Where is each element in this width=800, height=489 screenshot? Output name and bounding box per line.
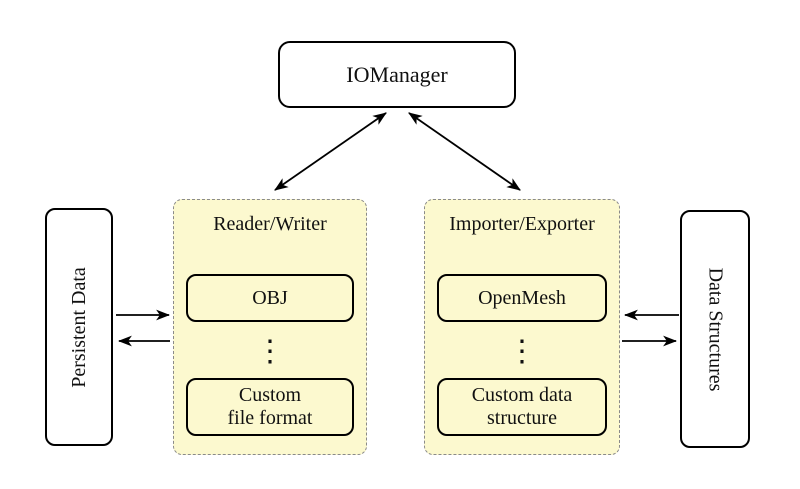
- node-iomanager: IOManager: [278, 41, 516, 108]
- container-reader-writer-title: Reader/Writer: [213, 213, 327, 235]
- container-importer-exporter: Importer/Exporter OpenMesh ⋮ Custom data…: [424, 199, 620, 455]
- ellipsis-importer-exporter: ⋮: [425, 326, 619, 378]
- node-data-structures: Data Structures: [680, 210, 750, 448]
- node-openmesh-label: OpenMesh: [478, 286, 566, 309]
- node-persistent-data-label: Persistent Data: [67, 266, 90, 388]
- arrow-iomanager-reader-writer: [274, 112, 387, 191]
- node-custom-data-structure: Custom data structure: [437, 378, 607, 436]
- vertical-dots: ⋮: [255, 335, 285, 368]
- node-custom-file-format-label: Custom file format: [227, 384, 313, 429]
- ellipsis-reader-writer: ⋮: [174, 326, 366, 378]
- node-custom-data-structure-label: Custom data structure: [471, 384, 573, 429]
- vertical-dots: ⋮: [507, 335, 537, 368]
- node-obj-label: OBJ: [252, 286, 288, 309]
- node-data-structures-label: Data Structures: [704, 267, 727, 391]
- arrow-iomanager-importer-exporter: [408, 112, 521, 191]
- node-custom-file-format: Custom file format: [186, 378, 354, 436]
- container-importer-exporter-title: Importer/Exporter: [449, 213, 595, 235]
- node-iomanager-label: IOManager: [346, 61, 448, 87]
- container-reader-writer: Reader/Writer OBJ ⋮ Custom file format: [173, 199, 367, 455]
- node-persistent-data: Persistent Data: [45, 208, 113, 446]
- node-openmesh: OpenMesh: [437, 274, 607, 322]
- node-obj: OBJ: [186, 274, 354, 322]
